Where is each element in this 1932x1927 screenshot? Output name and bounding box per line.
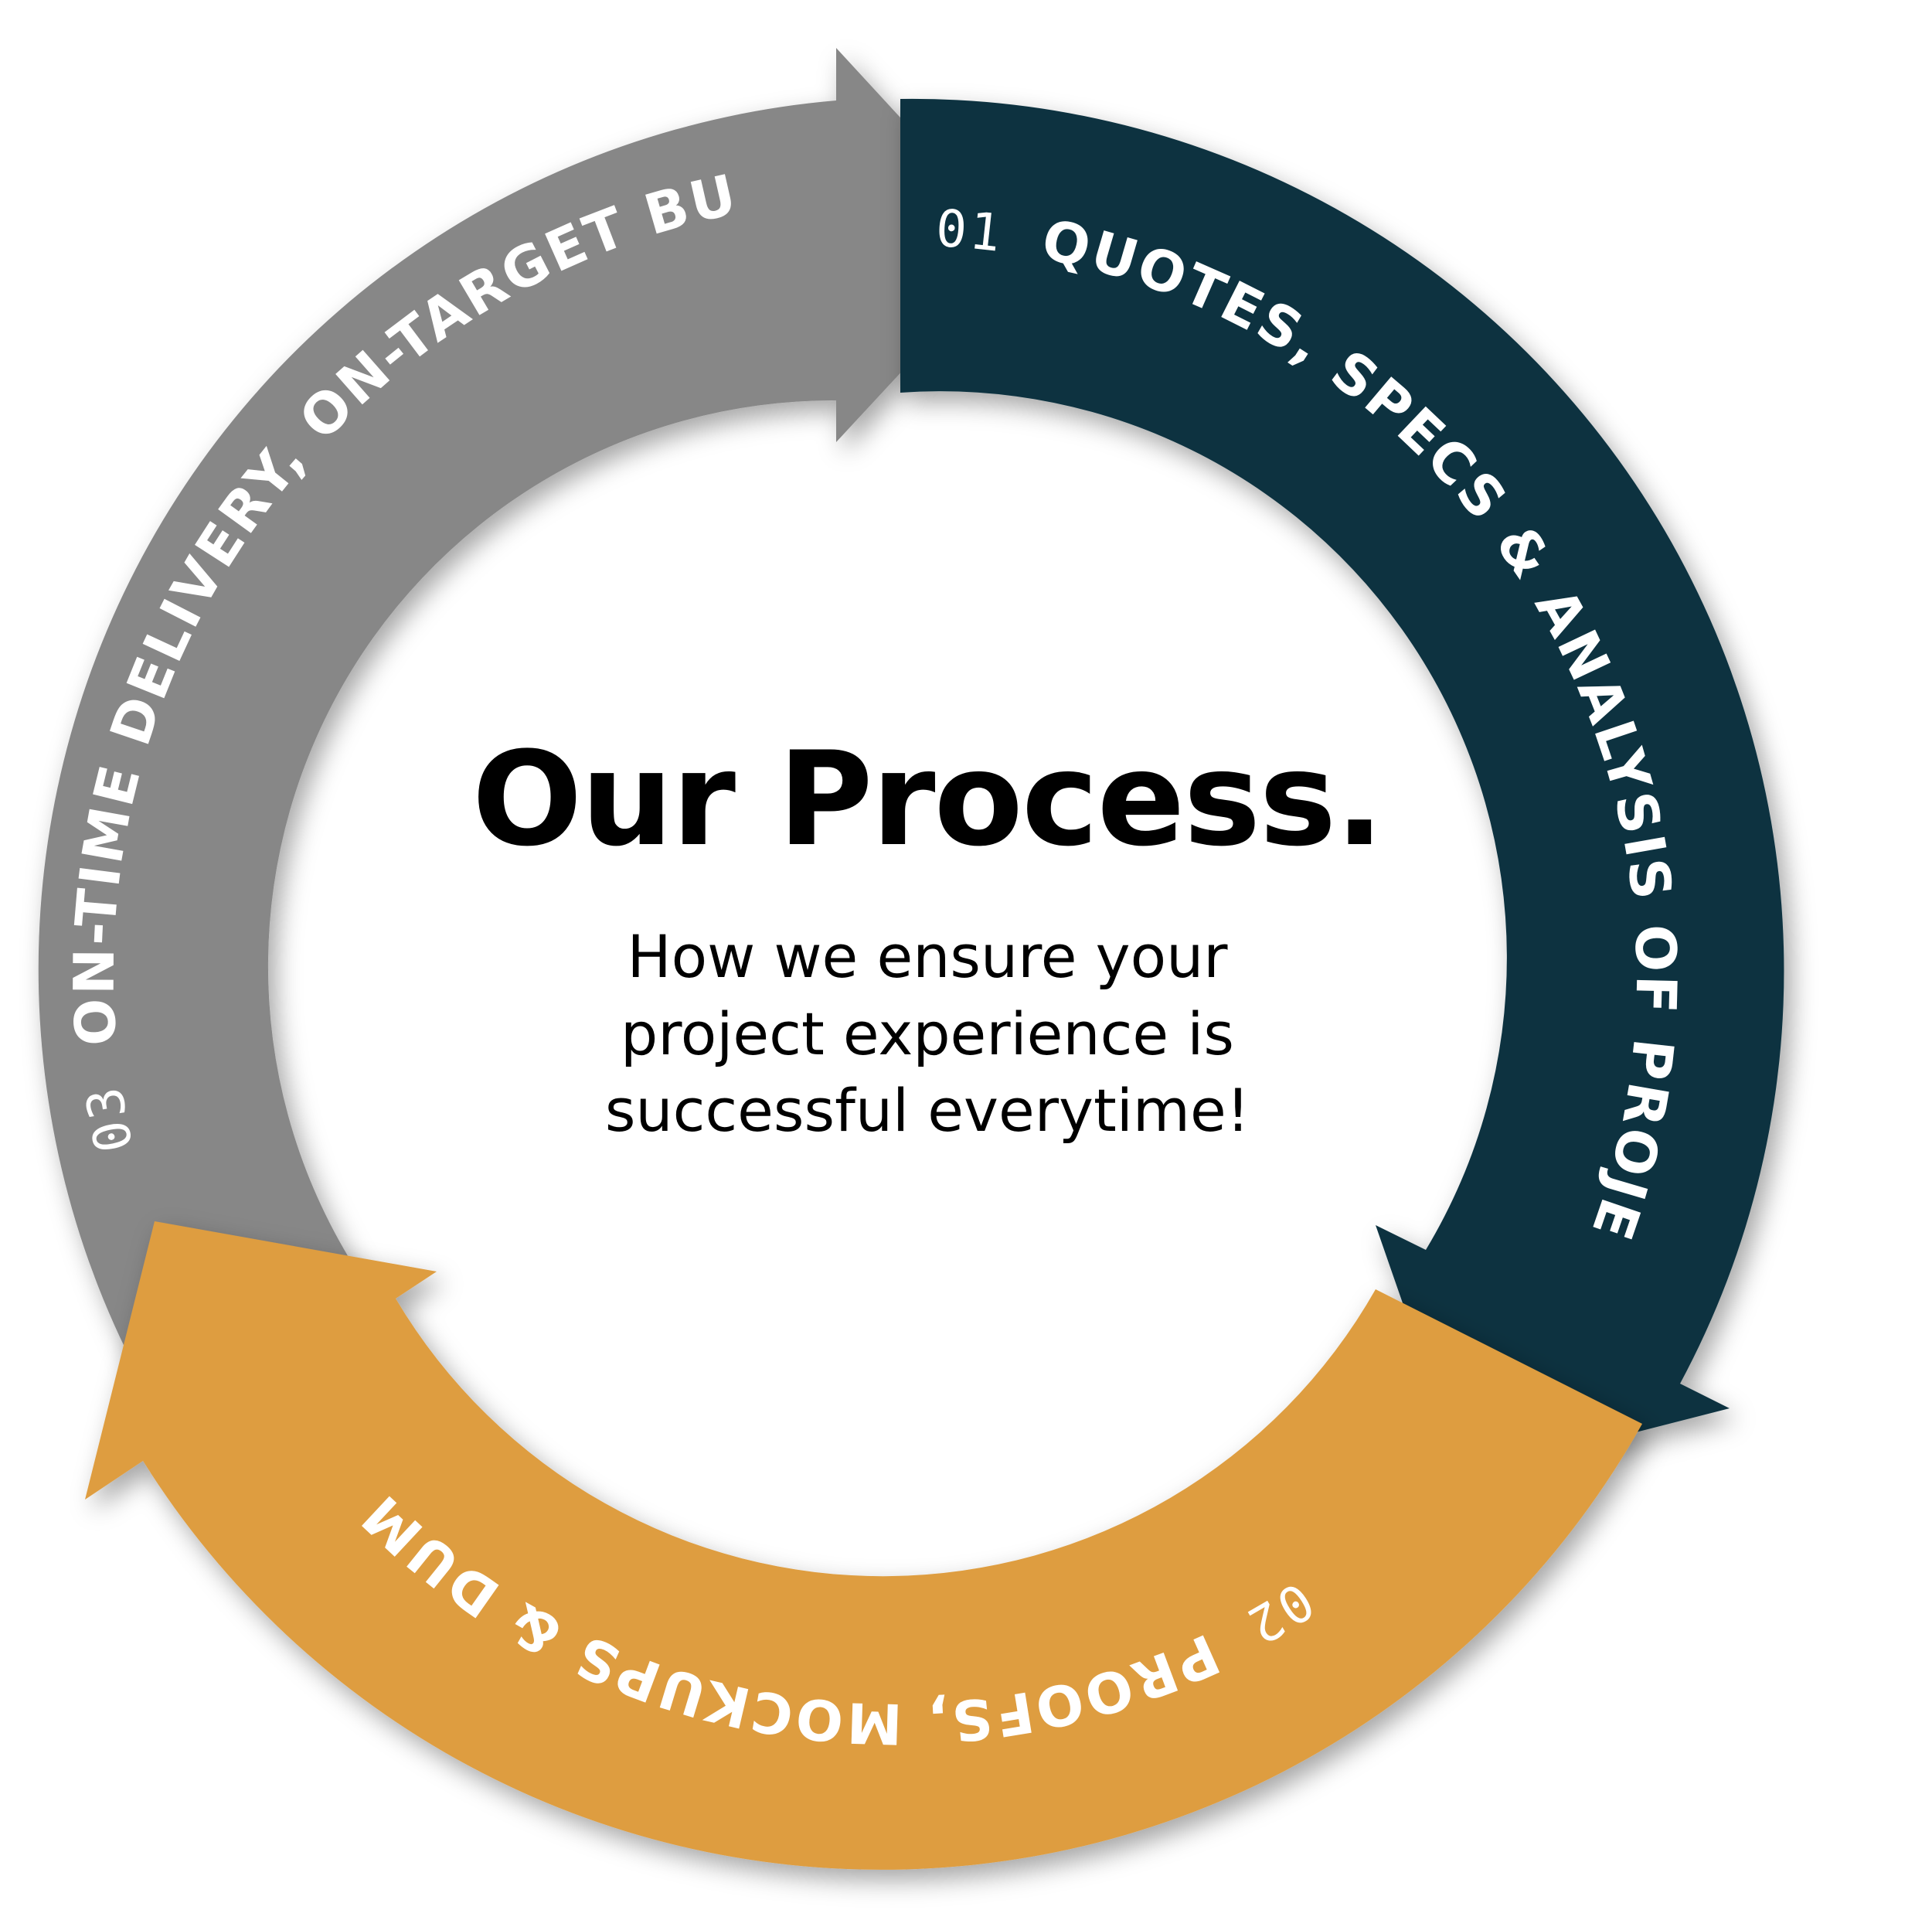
step-01-number: 01 bbox=[934, 199, 1006, 264]
page-title: Our Process. bbox=[471, 723, 1385, 875]
subtitle-line: project experience is bbox=[620, 999, 1235, 1068]
arrow-step-03 bbox=[38, 48, 1019, 1411]
arrow-step-01 bbox=[900, 98, 1784, 1476]
center-text-block: Our Process. How we ensure your project … bbox=[386, 734, 1468, 1149]
subtitle-line: successful everytime! bbox=[604, 1076, 1250, 1146]
step-03-number: 03 bbox=[74, 1081, 145, 1158]
subtitle-line: How we ensure your bbox=[627, 922, 1228, 991]
arrow-step-02 bbox=[85, 1221, 1642, 1870]
subtitle: How we ensure your project experience is… bbox=[386, 918, 1468, 1149]
